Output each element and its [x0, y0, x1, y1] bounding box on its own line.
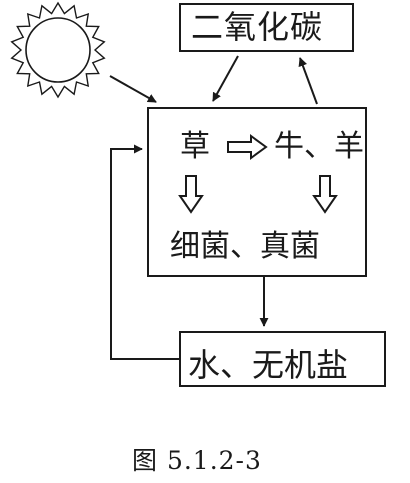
sun-icon — [10, 1, 106, 99]
figure-caption: 图 5.1.2-3 — [132, 446, 262, 475]
sunlight-arrow — [109, 75, 157, 103]
hollow-arrow-down-right — [312, 175, 338, 214]
co2-box — [179, 3, 354, 52]
minerals-label: 水、无机盐 — [188, 346, 349, 384]
ecosystem-box — [147, 107, 367, 277]
hollow-arrow-right — [227, 134, 268, 160]
mineral-uptake-arrow — [110, 144, 180, 360]
decomposer-label: 细菌、真菌 — [170, 229, 320, 264]
hollow-arrow-down-left — [178, 175, 204, 214]
sun-rays — [10, 1, 106, 99]
producer-label: 草 — [180, 129, 210, 164]
co2-release-arrow — [298, 57, 318, 105]
co2-label: 二氧化碳 — [191, 8, 324, 46]
co2-uptake-arrow — [212, 55, 239, 102]
consumer-label: 牛、羊 — [274, 129, 364, 164]
